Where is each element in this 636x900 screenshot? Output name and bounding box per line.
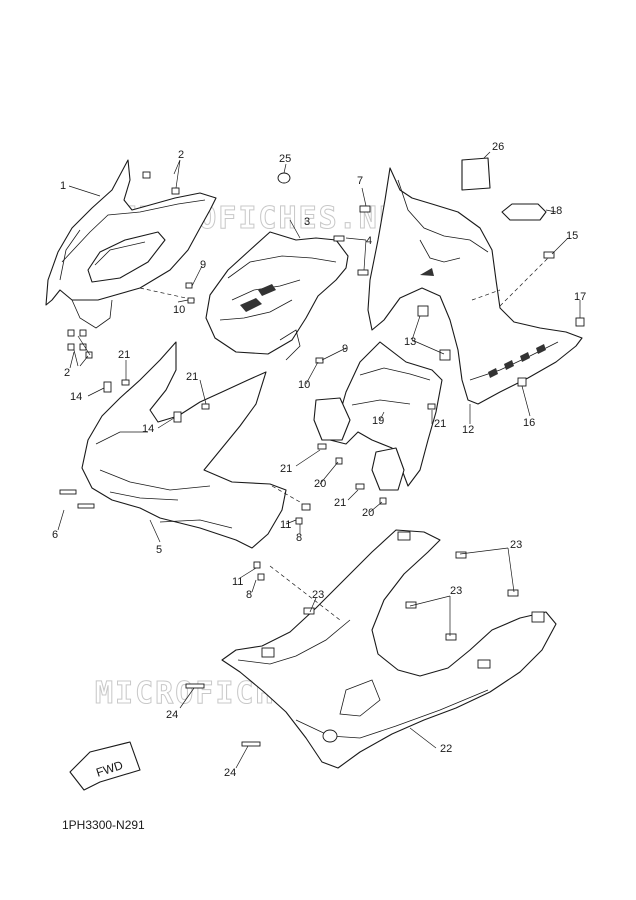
callout-23: 23 [312,589,324,601]
callout-3: 3 [304,216,310,228]
callout-15: 15 [566,230,578,242]
callout-24: 24 [166,709,178,721]
part-19-inner-box [313,341,443,491]
callout-13: 13 [404,336,416,348]
callout-2: 2 [64,367,70,379]
callout-1: 1 [60,180,66,192]
callout-22: 22 [440,743,452,755]
callout-24: 24 [224,767,236,779]
part-22-floor-panel [221,529,557,769]
forward-direction-arrow: FWD [69,741,141,791]
callout-10: 10 [298,379,310,391]
callout-10: 10 [173,304,185,316]
callout-4: 4 [366,235,372,247]
callout-2: 2 [178,149,184,161]
callout-23: 23 [450,585,462,597]
callout-18: 18 [550,205,562,217]
callout-21: 21 [280,463,292,475]
callout-17: 17 [574,291,586,303]
part-12-leg-shield [367,167,583,405]
part-18-trim [501,203,557,221]
callout-8: 8 [296,532,302,544]
part-2-clips [67,171,180,367]
callout-6: 6 [52,529,58,541]
callout-5: 5 [156,544,162,556]
callout-14: 14 [70,391,82,403]
callout-20: 20 [362,507,374,519]
callout-21: 21 [118,349,130,361]
leader-lines [57,159,581,769]
callout-20: 20 [314,478,326,490]
part-26-label [461,151,491,191]
callout-23: 23 [510,539,522,551]
callout-9: 9 [200,259,206,271]
callout-14: 14 [142,423,154,435]
part-1-front-cover [45,159,217,329]
callout-8: 8 [246,589,252,601]
callout-21: 21 [334,497,346,509]
part-25-emblem [277,163,291,184]
callout-19: 19 [372,415,384,427]
callout-numbers: 1 2 2 25 26 3 7 4 18 15 9 10 17 13 9 10 … [52,141,586,779]
fasteners [59,205,585,747]
part-5-side-cover [81,341,301,549]
callout-11: 11 [280,519,291,531]
part-3-inner-panel [205,231,349,361]
callout-21: 21 [434,418,446,430]
diagram-code: 1PH3300-N291 [62,818,145,832]
callout-12: 12 [462,424,474,436]
callout-7: 7 [357,175,363,187]
callout-25: 25 [279,153,291,165]
callout-21: 21 [186,371,198,383]
callout-16: 16 [523,417,535,429]
callout-11: 11 [232,576,243,588]
callout-9: 9 [342,343,348,355]
callout-26: 26 [492,141,504,153]
